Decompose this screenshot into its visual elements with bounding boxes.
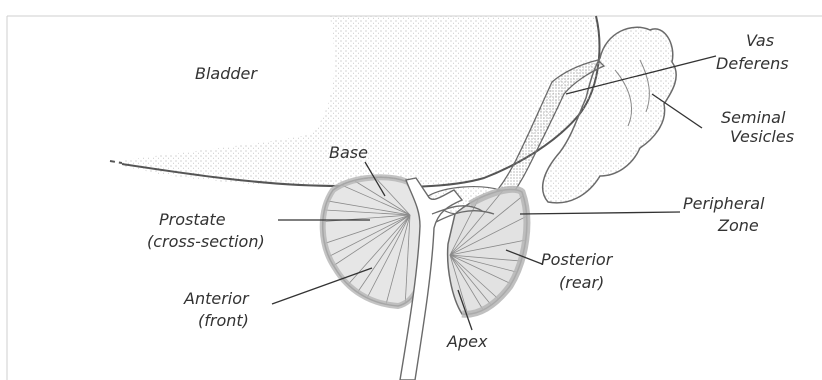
prostate-gland <box>318 174 536 380</box>
label-anterior: Anterior <box>183 289 250 308</box>
label-bladder: Bladder <box>195 64 258 83</box>
label-front: (front) <box>198 311 249 330</box>
label-base: Base <box>329 143 368 162</box>
label-zone: Zone <box>717 216 759 235</box>
label-vas: Vas <box>746 31 774 50</box>
label-peripheral: Peripheral <box>683 194 765 213</box>
label-vesicles: Vesicles <box>730 127 794 146</box>
label-cross-section: (cross-section) <box>147 232 265 251</box>
label-prostate: Prostate <box>159 210 226 229</box>
label-apex: Apex <box>446 332 488 351</box>
label-rear: (rear) <box>559 273 604 292</box>
label-deferens: Deferens <box>716 54 789 73</box>
label-posterior: Posterior <box>541 250 614 269</box>
leader-peripheral-zone <box>520 212 680 214</box>
label-seminal: Seminal <box>721 108 786 127</box>
